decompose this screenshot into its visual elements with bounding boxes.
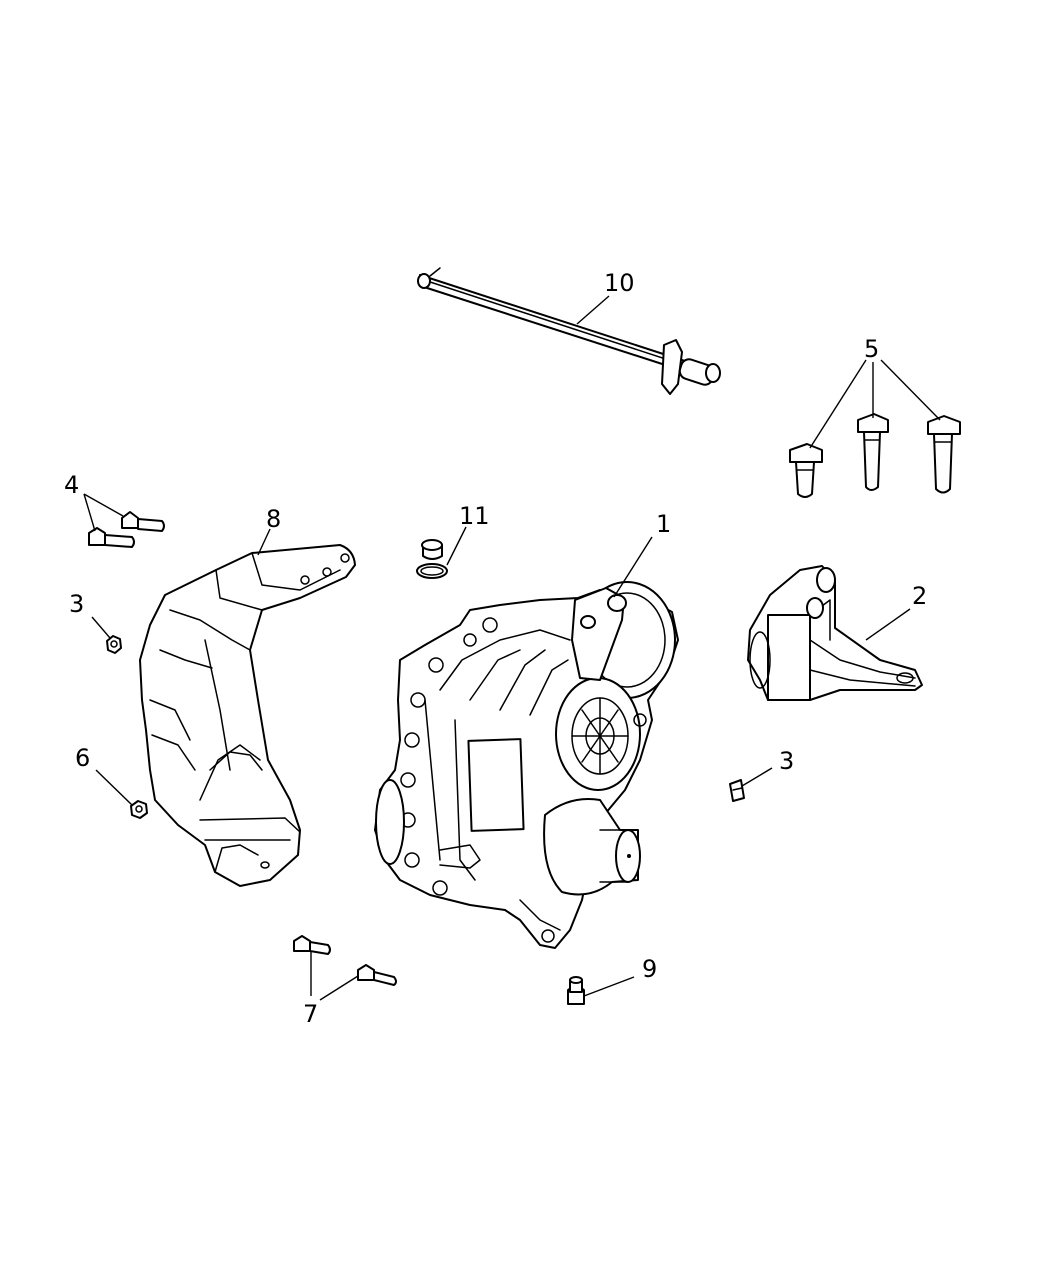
shield-bracket-part-8 bbox=[139, 544, 356, 887]
bolts-part-5 bbox=[789, 413, 961, 498]
callout-3-left: 3 bbox=[69, 590, 84, 618]
callout-6: 6 bbox=[75, 744, 90, 772]
callout-7: 7 bbox=[303, 1000, 318, 1028]
callout-9: 9 bbox=[642, 955, 657, 983]
bolts-part-4 bbox=[88, 511, 165, 548]
transfer-case-part-1 bbox=[374, 581, 679, 949]
bolt-part-9 bbox=[567, 976, 585, 1005]
callout-3-right: 3 bbox=[779, 747, 794, 775]
leader-lines bbox=[83, 295, 941, 1001]
callout-10: 10 bbox=[604, 269, 635, 297]
callout-2: 2 bbox=[912, 582, 927, 610]
plug-oring-part-11 bbox=[416, 539, 448, 579]
mount-bracket-part-2 bbox=[747, 565, 923, 701]
bolts-part-7 bbox=[293, 935, 397, 986]
callout-labels: 1 2 3 3 4 5 6 7 8 9 10 11 bbox=[64, 269, 927, 1028]
callout-4: 4 bbox=[64, 471, 79, 499]
callout-8: 8 bbox=[266, 505, 281, 533]
callout-11: 11 bbox=[459, 502, 490, 530]
nut-part-6 bbox=[130, 800, 148, 819]
callout-1: 1 bbox=[656, 510, 671, 538]
clip-part-3-right bbox=[729, 779, 745, 802]
nut-part-3-left bbox=[106, 635, 122, 654]
callout-5: 5 bbox=[864, 335, 879, 363]
vent-tube-part-10 bbox=[417, 267, 721, 395]
